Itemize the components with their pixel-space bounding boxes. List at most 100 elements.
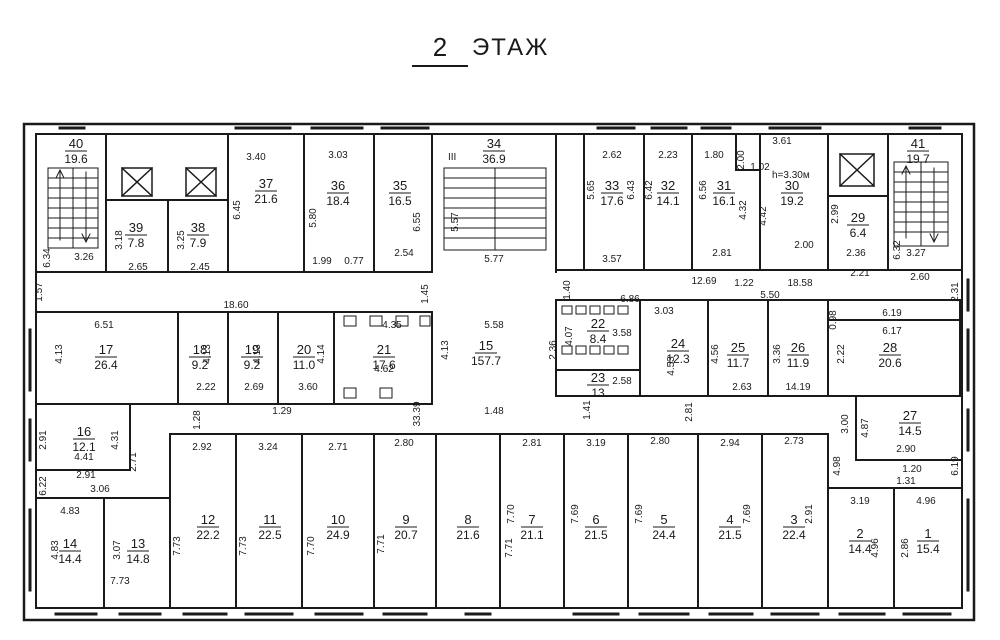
dimension-label: 3.26 xyxy=(74,252,94,263)
dimension-label: 3.19 xyxy=(850,496,870,507)
room-number: 37 xyxy=(259,176,273,191)
room-number: 14 xyxy=(63,536,77,551)
dimension-label: 2.90 xyxy=(896,444,916,455)
room-area: 16.1 xyxy=(712,194,736,208)
dimension-label: 2.94 xyxy=(720,438,740,449)
room-number: 31 xyxy=(717,178,731,193)
stair-mark-label: III xyxy=(448,152,456,163)
room-area: 26.4 xyxy=(94,358,118,372)
room-number: 38 xyxy=(191,220,205,235)
dimension-label: 3.06 xyxy=(90,484,110,495)
dimension-label: 2.54 xyxy=(394,248,414,259)
dimension-label: 2.81 xyxy=(684,402,695,422)
room-number: 34 xyxy=(487,136,501,151)
dimension-label: 6.55 xyxy=(412,212,423,232)
room-area: 19.6 xyxy=(64,152,88,166)
dimension-label: 3.60 xyxy=(298,382,318,393)
dimension-label: 2.81 xyxy=(712,248,732,259)
room-number: 1 xyxy=(924,526,931,541)
room-area: 22.2 xyxy=(196,528,220,542)
dimension-label: 1.28 xyxy=(192,410,203,430)
room-area: 21.1 xyxy=(520,528,544,542)
room-area: 20.6 xyxy=(878,356,902,370)
room-area: 36.9 xyxy=(482,152,506,166)
room-number: 40 xyxy=(69,136,83,151)
dimension-label: 2.81 xyxy=(522,438,542,449)
dimension-label: 3.07 xyxy=(112,540,123,560)
room-number: 25 xyxy=(731,340,745,355)
dimension-label: 7.73 xyxy=(172,536,183,556)
room-number: 4 xyxy=(726,512,733,527)
room-area: 14.4 xyxy=(848,542,872,556)
room-area: 6.4 xyxy=(850,226,867,240)
dimension-label: 4.13 xyxy=(202,344,213,364)
dimension-label: 0.98 xyxy=(828,310,839,330)
dimension-label: 6.32 xyxy=(892,240,903,260)
room-area: 17.6 xyxy=(372,358,396,372)
room-area: 21.5 xyxy=(584,528,608,542)
dimension-label: 4.96 xyxy=(870,538,881,558)
room-area: 7.9 xyxy=(190,236,207,250)
dimension-label: 18.60 xyxy=(223,300,248,311)
room-area: 21.5 xyxy=(718,528,742,542)
room-area: 14.1 xyxy=(656,194,680,208)
dimension-label: 7.69 xyxy=(570,504,581,524)
dimension-label: 1.40 xyxy=(562,280,573,300)
room-number: 18 xyxy=(193,342,207,357)
dimension-label: 6.51 xyxy=(94,320,114,331)
dimension-label: 1.02 xyxy=(750,162,770,173)
room-area: 18.4 xyxy=(326,194,350,208)
dimension-label: 4.96 xyxy=(916,496,936,507)
window-marks xyxy=(28,126,970,616)
dimension-label: 2.91 xyxy=(38,430,49,450)
room-number: 26 xyxy=(791,340,805,355)
dimension-label: 4.14 xyxy=(316,344,327,364)
top-band-walls xyxy=(35,133,963,273)
dimension-label: 7.71 xyxy=(504,538,515,558)
dimension-label: 2.63 xyxy=(732,382,752,393)
room-area: 13 xyxy=(591,386,605,400)
dimension-label: 1.99 xyxy=(312,256,332,267)
room-area: 21.6 xyxy=(456,528,480,542)
dimension-label: 2.21 xyxy=(850,268,870,279)
floor-word: ЭТАЖ xyxy=(472,34,550,61)
dimension-label: 1.31 xyxy=(896,476,916,487)
room-area: 22.5 xyxy=(258,528,282,542)
room-number: 30 xyxy=(785,178,799,193)
dimension-label: 6.22 xyxy=(38,476,49,496)
dimension-label: 6.43 xyxy=(626,180,637,200)
room-number: 33 xyxy=(605,178,619,193)
dimension-label: 2.58 xyxy=(612,376,632,387)
floor-number: 2 xyxy=(412,32,468,67)
dimension-label: 2.00 xyxy=(794,240,814,251)
dimension-label: 4.07 xyxy=(564,326,575,346)
dimension-label: 2.71 xyxy=(128,452,139,472)
room-number: 27 xyxy=(903,408,917,423)
dimension-label: 14.19 xyxy=(785,382,810,393)
dimension-label: 2.62 xyxy=(602,150,622,161)
room-number: 2 xyxy=(856,526,863,541)
room-area: 16.5 xyxy=(388,194,412,208)
room-number: 8 xyxy=(464,512,471,527)
dimension-label: 4.13 xyxy=(252,344,263,364)
room-number: 24 xyxy=(671,336,685,351)
outer-wall xyxy=(22,122,976,622)
dimension-label: 2.45 xyxy=(190,262,210,273)
dimension-label: 4.56 xyxy=(710,344,721,364)
middle-band-walls xyxy=(35,299,963,405)
dimension-label: 3.40 xyxy=(246,152,266,163)
dimension-label: 3.58 xyxy=(612,328,632,339)
lift-shafts xyxy=(120,152,876,198)
room-number: 32 xyxy=(661,178,675,193)
dimension-label: 6.19 xyxy=(950,456,961,476)
dimension-label: 4.83 xyxy=(60,506,80,517)
stair-arrows xyxy=(55,164,939,244)
room-number: 17 xyxy=(99,342,113,357)
dimension-label: 6.86 xyxy=(620,294,640,305)
wc-fixtures xyxy=(343,305,629,399)
dimension-label: 2.23 xyxy=(658,150,678,161)
room-number: 10 xyxy=(331,512,345,527)
dimension-label: 1.20 xyxy=(902,464,922,475)
room-area: 157.7 xyxy=(471,354,501,368)
dimension-label: 7.69 xyxy=(742,504,753,524)
